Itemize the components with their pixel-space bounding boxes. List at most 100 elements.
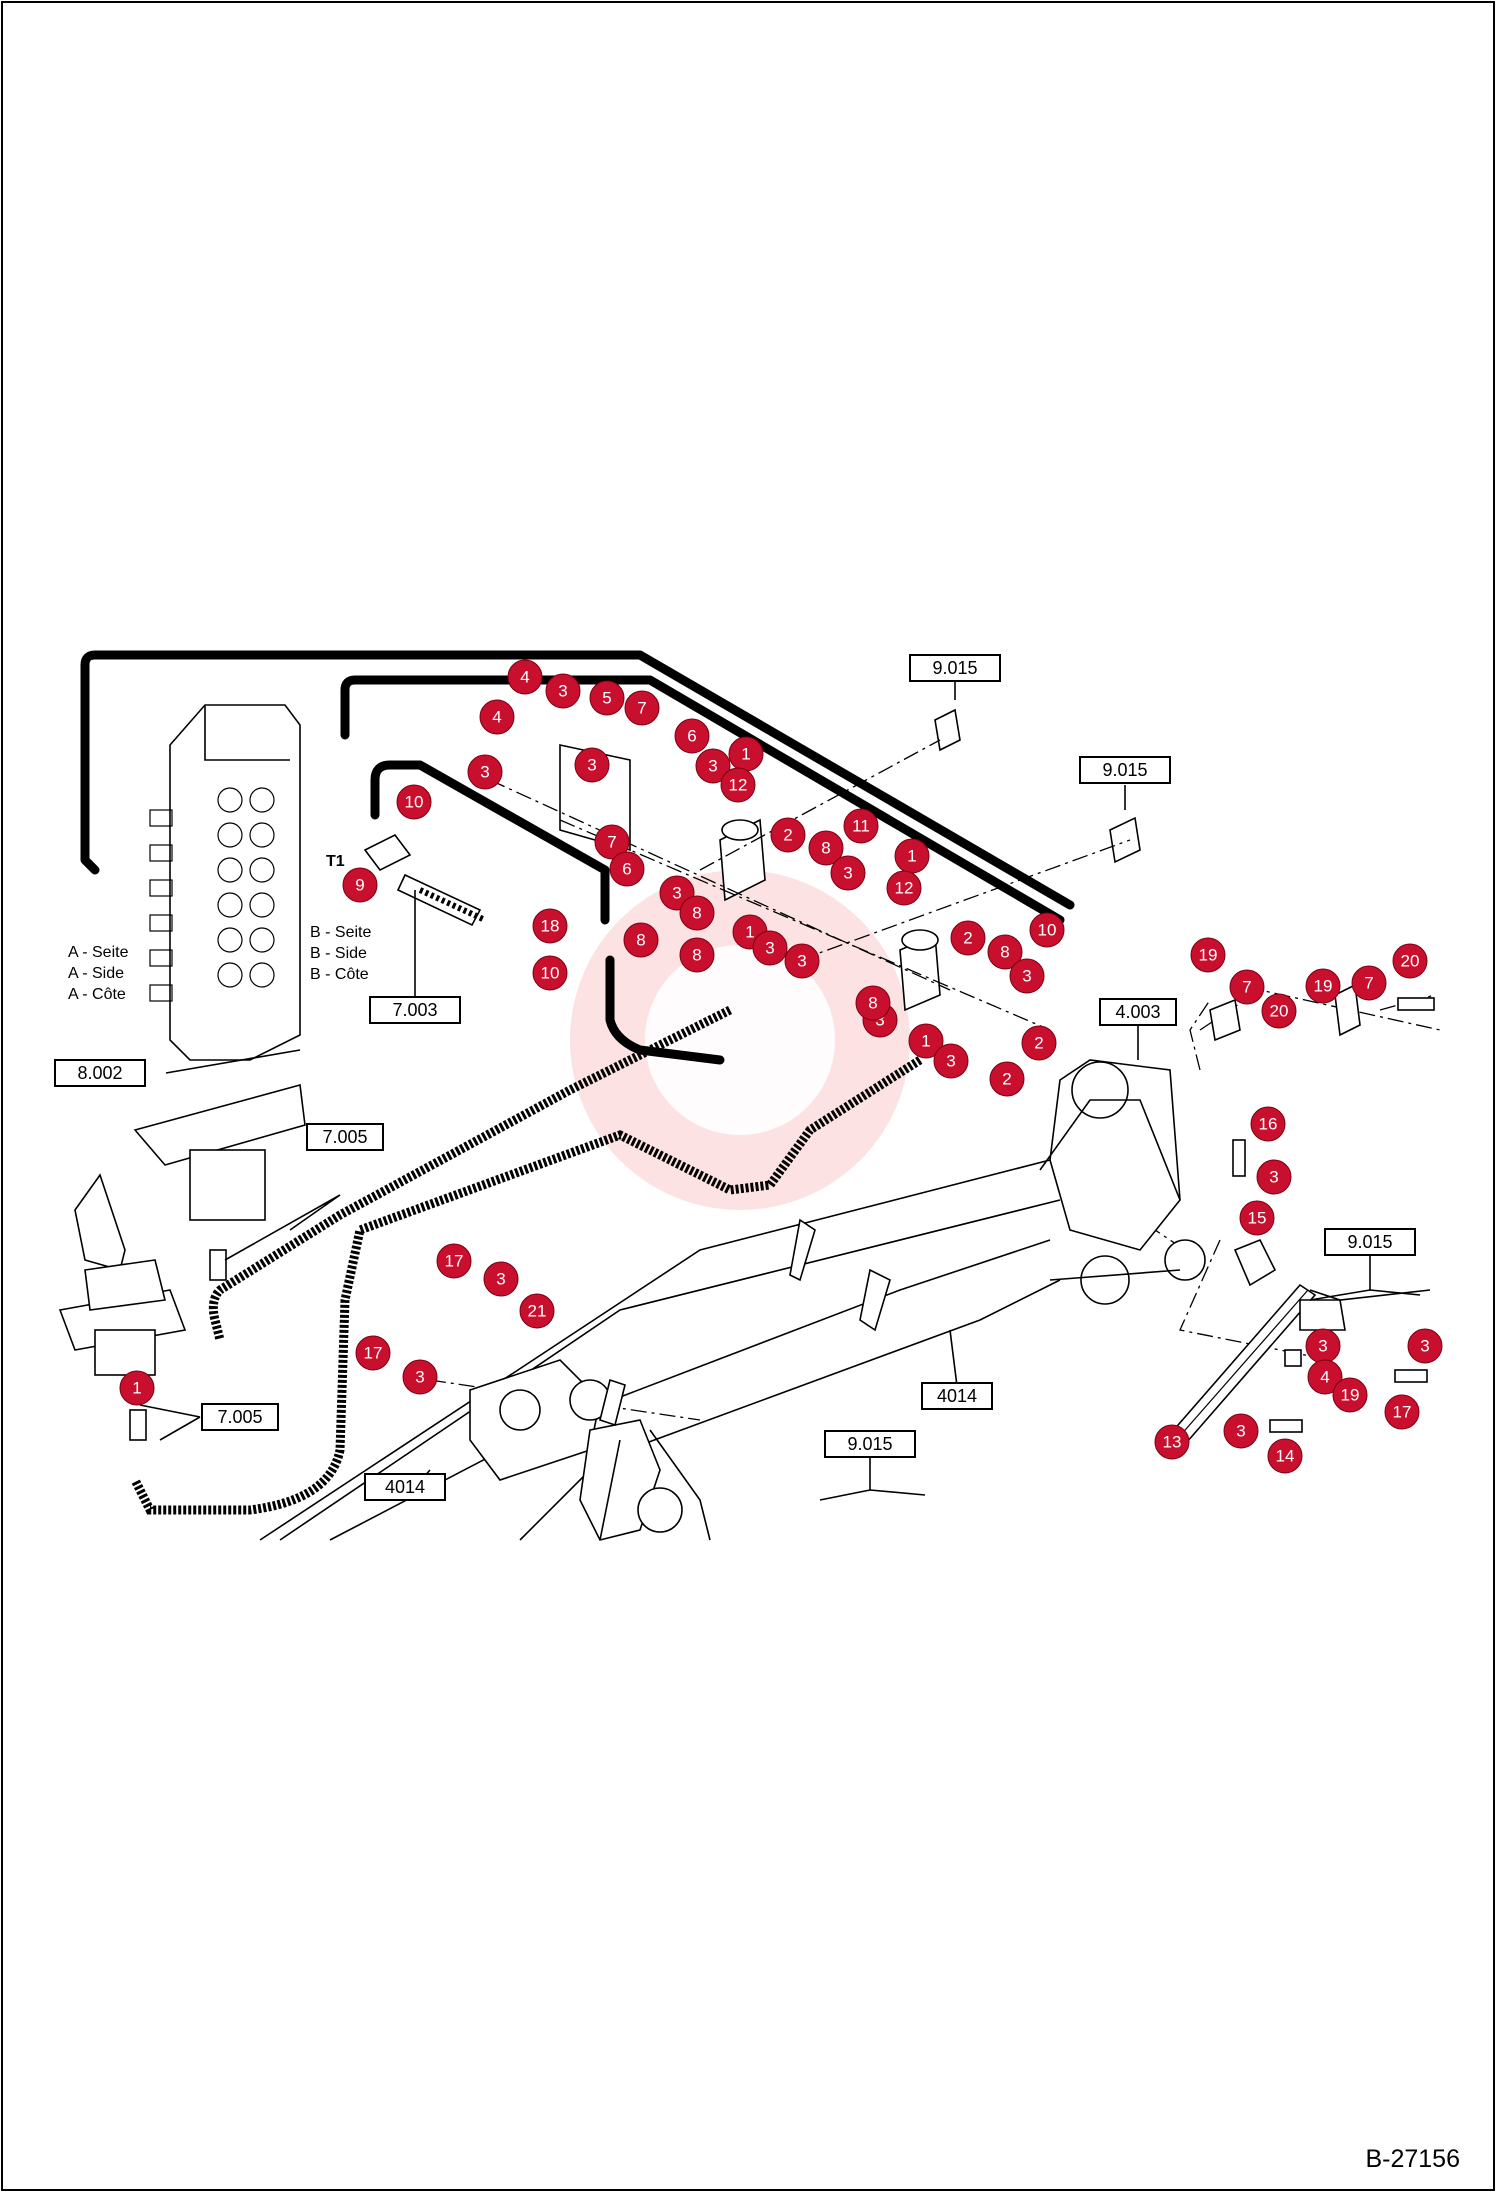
svg-text:9.015: 9.015: [932, 658, 977, 678]
ref-box: 9.015: [1324, 1228, 1416, 1256]
label-a-seite: A - Seite: [68, 944, 129, 961]
callout: 14: [1267, 1438, 1303, 1474]
callout: 1: [728, 736, 764, 772]
svg-text:7: 7: [1242, 978, 1251, 997]
callout: 3: [574, 747, 610, 783]
svg-text:19: 19: [1199, 946, 1218, 965]
callout: 8: [987, 934, 1023, 970]
callout: 7: [1229, 969, 1265, 1005]
callout: 3: [1009, 958, 1045, 994]
svg-text:20: 20: [1401, 952, 1420, 971]
svg-text:9.015: 9.015: [847, 1434, 892, 1454]
callout: 3: [1223, 1413, 1259, 1449]
callout: 9: [342, 867, 378, 903]
callout: 3: [1305, 1328, 1341, 1364]
callout: 2: [770, 817, 806, 853]
callout: 2: [1021, 1025, 1057, 1061]
svg-text:19: 19: [1314, 977, 1333, 996]
svg-text:3: 3: [496, 1270, 505, 1289]
ref-box: 9.015: [824, 1430, 916, 1458]
callout: 12: [720, 767, 756, 803]
svg-text:19: 19: [1341, 1386, 1360, 1405]
svg-text:7.005: 7.005: [322, 1127, 367, 1147]
callout: 7: [624, 690, 660, 726]
right-side-parts: [1163, 983, 1435, 1452]
svg-text:4014: 4014: [385, 1477, 425, 1497]
svg-text:4: 4: [492, 708, 501, 727]
callout: 19: [1190, 937, 1226, 973]
svg-text:17: 17: [1393, 1403, 1412, 1422]
svg-text:3: 3: [1236, 1422, 1245, 1441]
svg-text:17: 17: [445, 1252, 464, 1271]
svg-text:3: 3: [765, 939, 774, 958]
label-b-seite: B - Seite: [310, 924, 371, 941]
svg-text:3: 3: [1318, 1337, 1327, 1356]
callout: 3: [1256, 1159, 1292, 1195]
svg-text:8: 8: [692, 904, 701, 923]
callout: 10: [396, 784, 432, 820]
svg-text:17: 17: [364, 1344, 383, 1363]
svg-text:1: 1: [745, 923, 754, 942]
callout: 12: [886, 870, 922, 906]
callout: 3: [933, 1043, 969, 1079]
svg-text:1: 1: [921, 1032, 930, 1051]
callout: 13: [1154, 1424, 1190, 1460]
label-b-side: B - Side: [310, 945, 367, 962]
hydraulic-hoses: [80, 650, 1075, 1515]
svg-text:3: 3: [708, 757, 717, 776]
callout: 19: [1305, 968, 1341, 1004]
svg-text:14: 14: [1276, 1447, 1295, 1466]
callout: 3: [545, 673, 581, 709]
svg-text:8: 8: [692, 946, 701, 965]
ref-box: 8.002: [54, 1059, 146, 1087]
svg-text:7.003: 7.003: [392, 1000, 437, 1020]
svg-text:3: 3: [946, 1052, 955, 1071]
svg-text:3: 3: [1420, 1337, 1429, 1356]
callout: 4: [479, 699, 515, 735]
svg-text:3: 3: [672, 884, 681, 903]
label-a-side: A - Side: [68, 965, 124, 982]
ref-box: 7.005: [306, 1123, 384, 1151]
callout: 10: [532, 955, 568, 991]
svg-text:3: 3: [587, 756, 596, 775]
svg-text:3: 3: [843, 864, 852, 883]
callout: 17: [1384, 1394, 1420, 1430]
label-a-cote: A - Côte: [68, 986, 126, 1003]
label-t1: T1: [326, 853, 345, 870]
svg-text:2: 2: [1002, 1070, 1011, 1089]
svg-text:4: 4: [520, 668, 529, 687]
callout: 6: [609, 851, 645, 887]
callout: 3: [752, 930, 788, 966]
svg-text:8: 8: [636, 931, 645, 950]
callout: 11: [843, 808, 879, 844]
callout: 1: [908, 1023, 944, 1059]
callout: 3: [1407, 1328, 1443, 1364]
callout: 5: [589, 680, 625, 716]
svg-text:1: 1: [132, 1379, 141, 1398]
callout: 6: [674, 718, 710, 754]
svg-text:4.003: 4.003: [1115, 1002, 1160, 1022]
svg-text:12: 12: [729, 776, 748, 795]
callout: 8: [623, 922, 659, 958]
svg-text:7.005: 7.005: [217, 1407, 262, 1427]
callout: 15: [1239, 1200, 1275, 1236]
ref-box: 7.005: [201, 1403, 279, 1431]
callout: 17: [436, 1243, 472, 1279]
svg-text:5: 5: [602, 689, 611, 708]
svg-text:3: 3: [558, 682, 567, 701]
svg-text:8: 8: [1000, 943, 1009, 962]
ref-box: 4014: [364, 1473, 446, 1501]
callout: 8: [679, 937, 715, 973]
boom-assembly: [259, 1059, 1206, 1541]
svg-text:1: 1: [907, 847, 916, 866]
svg-text:6: 6: [622, 860, 631, 879]
callout: 3: [467, 754, 503, 790]
svg-text:3: 3: [480, 763, 489, 782]
ref-box: 7.003: [369, 996, 461, 1024]
svg-text:15: 15: [1248, 1209, 1267, 1228]
callout: 17: [355, 1335, 391, 1371]
svg-text:3: 3: [1022, 967, 1031, 986]
svg-text:9: 9: [355, 876, 364, 895]
